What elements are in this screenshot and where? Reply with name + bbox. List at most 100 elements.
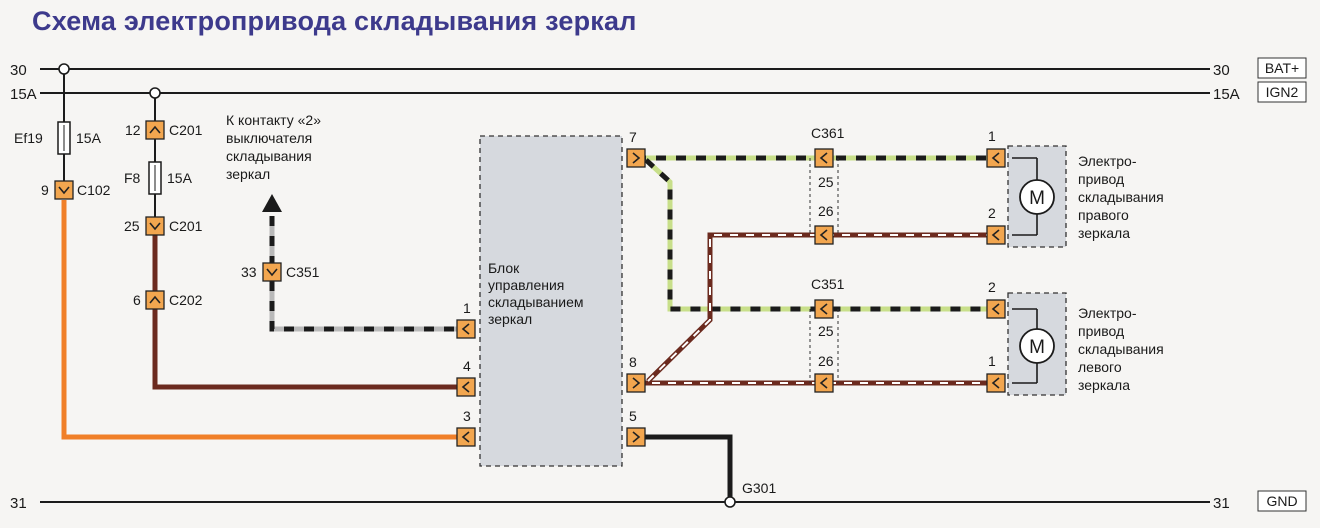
connector-c201-top-name: C201 — [169, 122, 203, 138]
motor-right-label: Электро- привод складывания правого зерк… — [1078, 153, 1164, 241]
control-unit-label-2: управления — [488, 277, 564, 293]
motor-right-pin-top: 1 — [988, 128, 996, 144]
diagram-title: Схема электропривода складывания зеркал — [32, 6, 637, 36]
motor-right-label-5: зеркала — [1078, 225, 1130, 241]
wire-orange — [61, 200, 462, 440]
motor-right-label-3: складывания — [1078, 189, 1164, 205]
control-unit: Блок управления складыванием зеркал — [479, 135, 623, 467]
connector-c351-switch-name: C351 — [286, 264, 320, 280]
control-unit-pin-3-label: 3 — [463, 408, 471, 424]
motor-left-symbol: M — [1029, 337, 1045, 358]
ground-label: G301 — [742, 480, 776, 496]
connector-c351-switch-pin: 33 — [241, 264, 257, 280]
fuse-ef19: Ef19 15A — [14, 121, 102, 155]
motor-right-label-1: Электро- — [1078, 153, 1137, 169]
connector-c202: 6 C202 — [133, 290, 203, 310]
motor-left-label-3: складывания — [1078, 341, 1164, 357]
connector-c351: C351 25 26 — [809, 276, 845, 393]
rail-gnd-left-label: 31 — [10, 495, 27, 512]
ign-splice-node — [149, 87, 161, 99]
connector-c361-pin-a: 25 — [818, 174, 834, 190]
rail-bat-right-label: 30 — [1213, 62, 1230, 79]
rail-ign-left-label: 15A — [10, 86, 37, 103]
fuse-f8-name: F8 — [124, 170, 141, 186]
fuse-f8-rating: 15A — [167, 170, 193, 186]
fuse-ef19-name: Ef19 — [14, 130, 43, 146]
rail-ign: 15A 15A IGN2 — [10, 81, 1307, 103]
control-unit-label-3: складыванием — [488, 294, 584, 310]
motor-right-label-4: правого — [1078, 207, 1129, 223]
motor-left-pin-top: 2 — [988, 279, 996, 295]
control-unit-pin-4-label: 4 — [463, 358, 471, 374]
connector-c351-switch: 33 C351 — [241, 262, 320, 282]
motor-left-label-2: привод — [1078, 323, 1124, 339]
fuse-ef19-rating: 15A — [76, 130, 102, 146]
switch-note-line-2: выключателя — [226, 130, 312, 146]
motor-left-icon — [1019, 328, 1055, 364]
connector-c361-name: C361 — [811, 125, 845, 141]
control-unit-label-1: Блок — [488, 260, 520, 276]
motor-left-label-4: левого — [1078, 359, 1122, 375]
connector-c102-pin: 9 — [41, 182, 49, 198]
control-unit-pin-7: 7 — [626, 129, 646, 168]
connector-c201-bottom-name: C201 — [169, 218, 203, 234]
connector-c102-name: C102 — [77, 182, 111, 198]
connector-c351-pin-b: 26 — [818, 353, 834, 369]
connector-c201-top: 12 C201 — [125, 120, 203, 140]
control-unit-label-4: зеркал — [488, 311, 532, 327]
rail-gnd: 31 31 GND — [10, 490, 1307, 512]
switch-arrow-icon — [262, 194, 282, 212]
control-unit-pin-8: 8 — [626, 354, 646, 393]
rail-gnd-tag: GND — [1266, 493, 1297, 509]
motor-left-pin-bottom: 1 — [988, 353, 996, 369]
motor-left-label-1: Электро- — [1078, 305, 1137, 321]
fuse-f8: F8 15A — [124, 161, 193, 195]
rail-bat-left-label: 30 — [10, 62, 27, 79]
control-unit-pin-5: 5 — [626, 408, 646, 447]
control-unit-pin-1-label: 1 — [463, 300, 471, 316]
connector-c202-pin: 6 — [133, 292, 141, 308]
motor-left-label-5: зеркала — [1078, 377, 1130, 393]
switch-note: К контакту «2» выключателя складывания з… — [226, 112, 321, 182]
motor-right-label-2: привод — [1078, 171, 1124, 187]
connector-c361-pin-b: 26 — [818, 203, 834, 219]
wire-black-ground — [636, 434, 733, 502]
control-unit-pin-8-label: 8 — [629, 354, 637, 370]
switch-note-line-3: складывания — [226, 148, 312, 164]
connector-c351-name: C351 — [811, 276, 845, 292]
control-unit-pin-3: 3 — [456, 408, 476, 447]
control-unit-pin-1: 1 — [456, 300, 476, 339]
bat-splice-node — [58, 63, 70, 75]
rail-ign-right-label: 15A — [1213, 86, 1240, 103]
connector-c202-name: C202 — [169, 292, 203, 308]
motor-right-pin-bottom: 2 — [988, 205, 996, 221]
wire-switch — [262, 194, 462, 332]
connector-c201-bottom-pin: 25 — [124, 218, 140, 234]
control-unit-pin-7-label: 7 — [629, 129, 637, 145]
feed-ign-branch — [149, 87, 462, 390]
motor-right-icon — [1019, 179, 1055, 215]
control-unit-pin-4: 4 — [456, 358, 476, 397]
connector-c351-pin-a: 25 — [818, 323, 834, 339]
ground-point-g301: G301 — [724, 480, 776, 508]
rail-bat-tag: BAT+ — [1265, 60, 1299, 76]
connector-c201-top-pin: 12 — [125, 122, 141, 138]
rail-bat: 30 30 BAT+ — [10, 57, 1307, 79]
switch-note-line-4: зеркал — [226, 166, 270, 182]
switch-note-line-1: К контакту «2» — [226, 112, 321, 128]
motor-right-mirror: M 1 2 — [986, 128, 1067, 248]
connector-c201-bottom: 25 C201 — [124, 216, 203, 236]
feed-bat-branch — [58, 63, 462, 440]
motor-left-mirror: M 2 1 — [986, 279, 1067, 396]
wire-brown-right-bottom — [646, 232, 995, 383]
connector-c102: 9 C102 — [41, 180, 111, 200]
control-unit-pin-5-label: 5 — [629, 408, 637, 424]
motor-left-label: Электро- привод складывания левого зерка… — [1078, 305, 1164, 393]
rail-gnd-right-label: 31 — [1213, 495, 1230, 512]
connector-c361: C361 25 26 — [809, 125, 845, 245]
wire-brown-ign — [152, 235, 462, 390]
rail-ign-tag: IGN2 — [1266, 84, 1299, 100]
motor-right-symbol: M — [1029, 188, 1045, 209]
